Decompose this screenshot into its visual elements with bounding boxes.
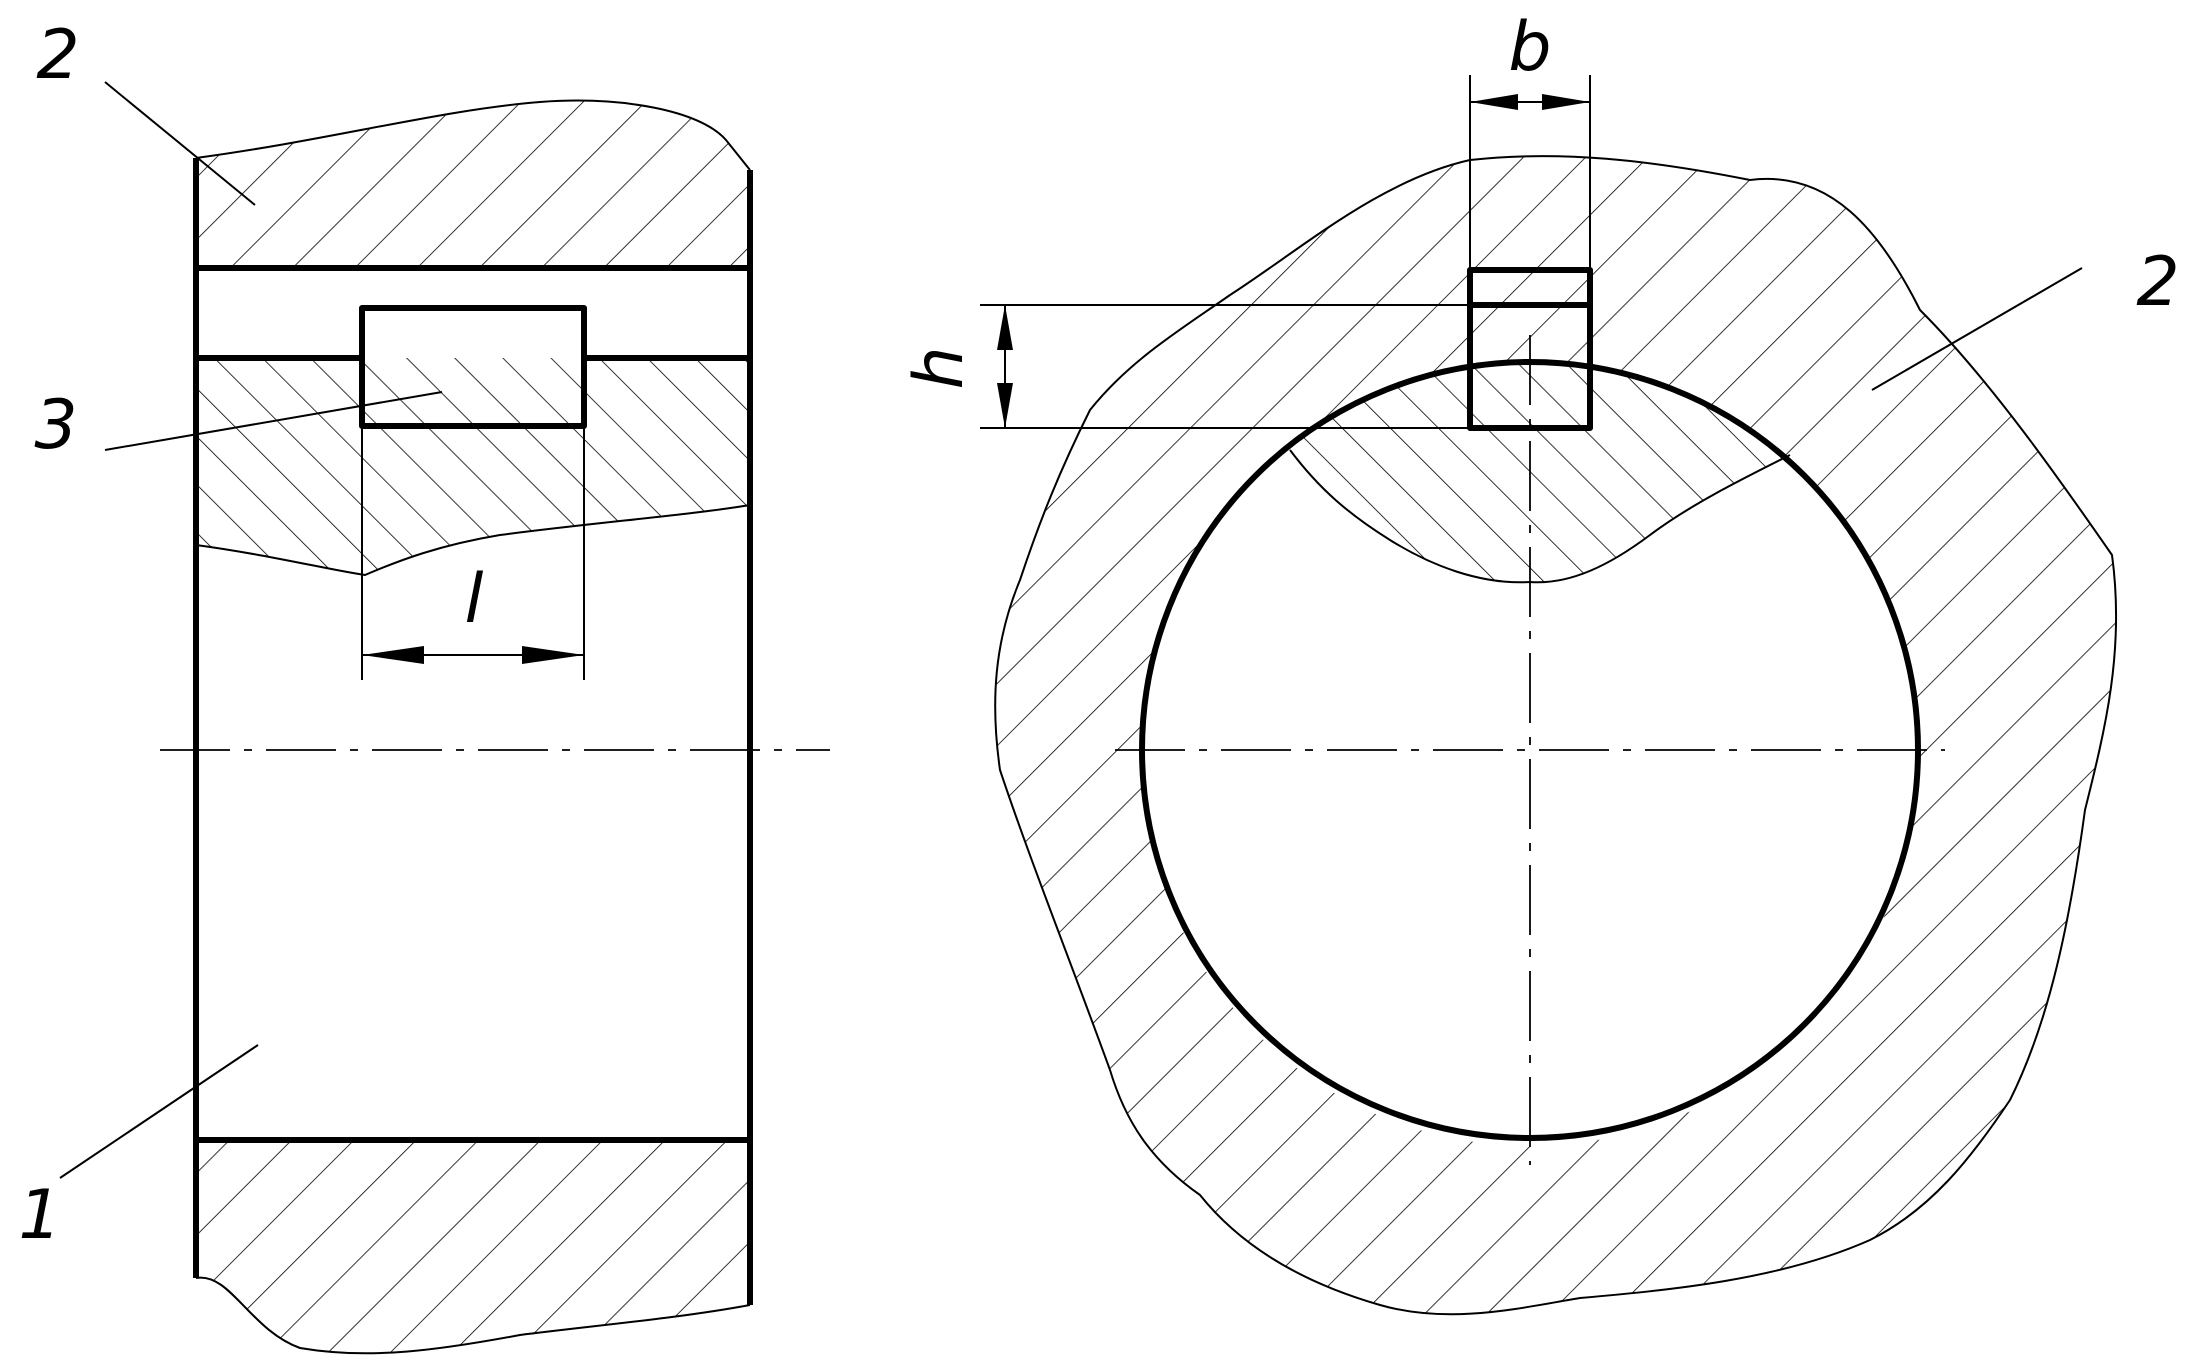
shaft-break-line: [195, 504, 751, 577]
dim-l-arrow-left: [362, 646, 424, 664]
shaft-cross-fragment: [1290, 362, 1790, 583]
key-label: 3: [34, 386, 77, 465]
leader-2-right: [1871, 267, 2083, 391]
dim-width-label: b: [1508, 8, 1551, 87]
dim-b-arrow-right: [1542, 94, 1590, 110]
bore-interior: [1144, 364, 1916, 1136]
hub-label-right: 2: [2136, 243, 2179, 322]
shaft-label: 1: [18, 1176, 61, 1255]
dim-l-arrow-right: [522, 646, 584, 664]
hub-label-left: 2: [36, 16, 79, 95]
hub-bottom-break-line: [195, 1276, 751, 1355]
hub-cross-break-line: [994, 155, 2118, 1316]
hub-bottom-section: [196, 1140, 750, 1354]
key-side-view: [359, 305, 587, 429]
dim-height-label: h: [900, 346, 979, 389]
dim-b-arrow-left: [1470, 94, 1518, 110]
hub-top-break-line: [195, 99, 751, 171]
dim-h-arrow-top: [997, 305, 1013, 350]
dim-length-label: l: [465, 560, 484, 639]
longitudinal-view: l 2 3 1: [18, 16, 830, 1355]
leader-2-left: [104, 81, 256, 206]
hub-top-section: [196, 100, 750, 268]
leader-1: [59, 1044, 259, 1179]
shaft-upper-section: [196, 358, 750, 575]
cross-section-view: b h 2: [900, 8, 2180, 1316]
dim-h-arrow-bottom: [997, 383, 1013, 428]
leader-3: [104, 391, 443, 451]
hub-cross-section: [995, 156, 2117, 1315]
key-cross-section: [1467, 267, 1593, 431]
